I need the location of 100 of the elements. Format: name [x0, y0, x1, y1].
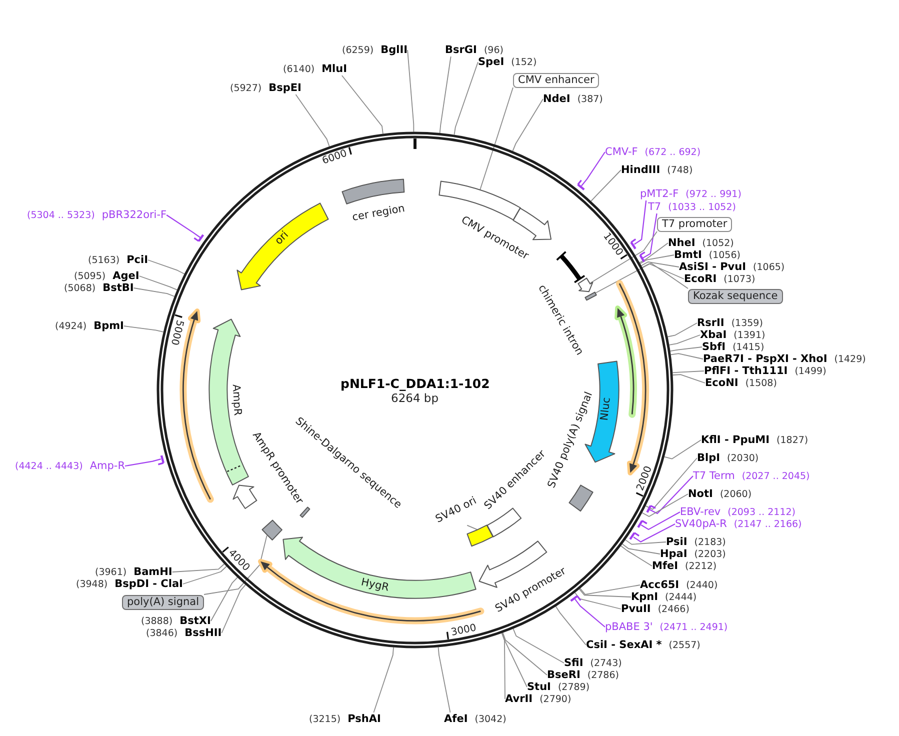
leader-line [645, 458, 698, 510]
cut-site-position: (1391) [734, 330, 766, 342]
leader-line [670, 346, 702, 352]
scale-label: 5000 [168, 319, 185, 346]
leader-line [438, 646, 451, 713]
feature-callout: CMV enhancer [513, 72, 600, 88]
enzyme-name: BspDI - ClaI [114, 578, 183, 590]
feature-label: cer region [352, 202, 406, 224]
feature-callout: poly(A) signal [122, 594, 204, 610]
leader-line [624, 539, 666, 545]
cut-site-position: (2743) [590, 658, 622, 670]
primer-position: (2093 .. 2112) [728, 506, 796, 518]
feature-label: AmpR [230, 384, 244, 416]
cut-site-position: (1359) [731, 318, 763, 330]
enzyme-name: AgeI [112, 270, 140, 282]
cut-site-position: (4924) [55, 320, 87, 332]
enzyme-name: NotI [688, 488, 713, 500]
scale-label: 6000 [321, 148, 349, 168]
leader-line [581, 152, 606, 186]
cut-site-position: (2557) [668, 640, 700, 652]
enzyme-name: PsiI [666, 536, 688, 548]
leader-line [124, 326, 164, 332]
primer-marker [644, 504, 656, 514]
enzyme-name: MfeI [652, 560, 678, 572]
leader-line [210, 577, 238, 622]
primer-position: (672 .. 692) [644, 146, 701, 158]
cut-site-position: (6140) [283, 64, 315, 76]
leader-line [642, 263, 684, 280]
enzyme-name: PaeR7I - PspXI - XhoI [703, 352, 828, 364]
cut-site-position: (152) [511, 56, 537, 68]
feature-label: ori [272, 228, 291, 248]
cut-site-position: (1415) [732, 342, 764, 354]
leader-line [138, 276, 178, 290]
enzyme-name: BpmI [94, 320, 124, 332]
feature-callout: T7 promoter [657, 216, 732, 232]
cut-site-position: (1073) [724, 274, 756, 286]
primer-name: pBABE 3' [605, 620, 653, 632]
leader-line [640, 261, 680, 268]
leader-line [668, 334, 700, 346]
feature-block [466, 524, 494, 548]
enzyme-name: BssHII [184, 626, 222, 638]
cut-site-position: (2789) [558, 682, 590, 694]
enzyme-name: KflI - PpuMI [701, 434, 770, 446]
primer-position: (1033 .. 1052) [668, 202, 736, 214]
enzyme-name: BstXI [180, 614, 211, 626]
leader-line [182, 566, 227, 584]
feature-label: HygR [360, 576, 390, 594]
cut-site-position: (2060) [720, 488, 752, 500]
enzyme-name: BglII [380, 44, 408, 56]
enzyme-name: HindIII [621, 164, 660, 176]
leader-line [512, 98, 544, 152]
cut-site-position: (3215) [309, 714, 341, 726]
leader-line [373, 646, 394, 713]
leader-line [124, 458, 161, 467]
cut-site-position: (5163) [88, 254, 120, 266]
primer-name: pMT2-F [640, 188, 679, 200]
scale-label: 3000 [450, 622, 478, 639]
feature-label: Nluc [598, 397, 614, 422]
cut-site-position: (96) [484, 44, 504, 56]
primer-position: (4424 .. 4443) [15, 460, 83, 472]
enzyme-name: PvuII [621, 602, 651, 614]
cut-site-position: (2203) [694, 548, 726, 560]
scale-label: 2000 [634, 464, 654, 492]
feature-block [261, 519, 284, 542]
enzyme-name: BsrGI [445, 44, 477, 56]
cut-site-position: (5927) [230, 82, 262, 94]
cut-site-position: (2444) [665, 592, 697, 604]
leader-line [672, 370, 704, 374]
feature-block [584, 290, 598, 301]
leader-line [640, 512, 680, 530]
leader-line [578, 588, 632, 598]
primer-position: (972 .. 991) [686, 188, 742, 200]
leader-line [640, 254, 674, 264]
leader-line [502, 632, 548, 676]
cut-site-position: (387) [577, 94, 603, 106]
leader-line [667, 322, 698, 338]
cut-site-position: (748) [667, 164, 693, 176]
enzyme-name: EcoRI [684, 272, 717, 284]
primer-position: (2471 .. 2491) [660, 622, 728, 634]
cut-site-position: (5095) [74, 270, 106, 282]
enzyme-name: BlpI [697, 452, 720, 464]
primer-position: (2027 .. 2045) [742, 470, 810, 482]
leader-line [639, 242, 668, 264]
primer-name: CMV-F [605, 146, 638, 158]
primer-name: T7 Term [693, 470, 735, 482]
primer-marker [576, 178, 586, 192]
cut-site-position: (3042) [474, 714, 506, 726]
leader-line [501, 632, 506, 700]
cut-site-position: (2790) [540, 694, 572, 706]
leader-line [166, 214, 201, 238]
cut-site-position: (3888) [141, 616, 173, 628]
enzyme-name: PflFI - Tth111I [704, 364, 788, 376]
cut-site-position: (2183) [694, 536, 726, 548]
leader-line [221, 584, 246, 634]
cut-site-position: (2786) [587, 670, 619, 682]
enzyme-name: BspEI [268, 82, 302, 94]
cut-site-position: (3961) [95, 566, 127, 578]
cut-site-position: (1827) [776, 434, 808, 446]
primer-marker [193, 233, 206, 244]
cut-site-position: (1499) [794, 366, 826, 378]
